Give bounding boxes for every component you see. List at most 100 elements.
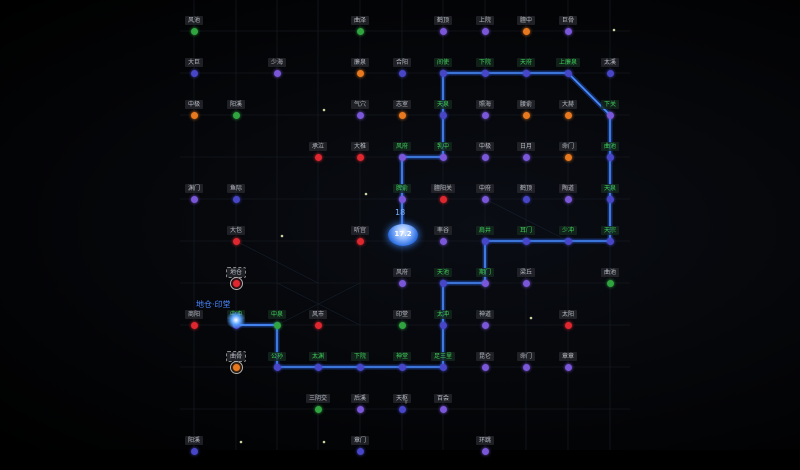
acupoint-label: 三阴交	[305, 394, 331, 403]
acupoint-node[interactable]: 乳中	[425, 142, 461, 176]
acupoint-node[interactable]: 曲泽	[342, 16, 378, 50]
acupoint-node[interactable]: 阳溪	[218, 100, 254, 134]
acupoint-node[interactable]: 环跳	[467, 436, 503, 470]
acupoint-node[interactable]: 大巨	[176, 58, 212, 92]
acupoint-dot	[564, 70, 572, 77]
acupoint-node[interactable]: 章门	[342, 436, 378, 470]
acupoint-dot	[356, 154, 364, 161]
acupoint-node[interactable]: 后溪	[342, 394, 378, 428]
acupoint-dot	[229, 361, 243, 374]
acupoint-node[interactable]: 章章	[550, 352, 586, 386]
acupoint-label: 率谷	[433, 226, 453, 235]
acupoint-node[interactable]: 大赫	[550, 100, 586, 134]
acupoint-node[interactable]: 太阳	[550, 310, 586, 344]
acupoint-node[interactable]: 率谷	[425, 226, 461, 260]
acupoint-node[interactable]: 腰俞	[508, 100, 544, 134]
acupoint-node[interactable]: 昆仑	[467, 352, 503, 386]
acupoint-node[interactable]: 太溪	[592, 58, 628, 92]
acupoint-node[interactable]: 太冲	[425, 310, 461, 344]
acupoint-node[interactable]: 命门	[550, 142, 586, 176]
acupoint-node[interactable]: 期门	[467, 268, 503, 302]
acupoint-node[interactable]: 鹤顶	[425, 16, 461, 50]
acupoint-node[interactable]: 肩井	[467, 226, 503, 260]
acupoint-node[interactable]: 风府	[384, 268, 420, 302]
acupoint-node[interactable]: 三阴交	[300, 394, 336, 428]
acupoint-node[interactable]: 膻阳关	[425, 184, 461, 218]
acupoint-node[interactable]: 间使	[425, 58, 461, 92]
acupoint-dot	[439, 196, 447, 203]
acupoint-label: 大椎	[350, 142, 370, 151]
acupoint-node[interactable]: 天池	[425, 268, 461, 302]
acupoint-label: 风池	[184, 16, 204, 25]
acupoint-node[interactable]: 曲池	[592, 268, 628, 302]
acupoint-node[interactable]: 百会	[425, 394, 461, 428]
acupoint-node[interactable]: 上院	[467, 16, 503, 50]
node-layer: 风池曲泽鹤顶上院膻中巨骨大巨少海廉泉合阳间使下院天府上廉泉太溪中极阳溪气穴志室天…	[176, 16, 628, 455]
acupoint-label: 后溪	[350, 394, 370, 403]
acupoint-dot	[356, 238, 364, 245]
acupoint-dot	[356, 70, 364, 77]
acupoint-node[interactable]: 神道	[467, 310, 503, 344]
acupoint-node[interactable]: 照海	[467, 100, 503, 134]
acupoint-node[interactable]: 鹤顶	[508, 184, 544, 218]
acupoint-node[interactable]: 陶道	[550, 184, 586, 218]
acupoint-node[interactable]: 印堂	[384, 310, 420, 344]
acupoint-node[interactable]: 足三里	[425, 352, 461, 386]
acupoint-dot	[564, 238, 572, 245]
acupoint-node[interactable]: 神堂	[384, 352, 420, 386]
acupoint-node[interactable]: 天泉	[592, 184, 628, 218]
acupoint-node[interactable]: 中府	[467, 184, 503, 218]
acupoint-node[interactable]: 下关	[592, 100, 628, 134]
acupoint-label: 耳门	[516, 226, 536, 235]
acupoint-label: 渊门	[184, 184, 204, 193]
acupoint-node[interactable]: 巨骨	[550, 16, 586, 50]
acupoint-node[interactable]: 合阳	[384, 58, 420, 92]
acupoint-node[interactable]: 天枢	[384, 394, 420, 428]
acupoint-dot	[522, 154, 530, 161]
acupoint-node[interactable]: 少冲	[550, 226, 586, 260]
acupoint-label: 太冲	[433, 310, 453, 319]
acupoint-node[interactable]: 下院	[467, 58, 503, 92]
acupoint-node[interactable]: 廉泉	[342, 58, 378, 92]
acupoint-node[interactable]: 少海	[259, 58, 295, 92]
acupoint-node[interactable]: 上廉泉	[550, 58, 586, 92]
acupoint-node[interactable]: 大椎	[342, 142, 378, 176]
acupoint-label: 听宫	[350, 226, 370, 235]
acupoint-node[interactable]: 天泉	[425, 100, 461, 134]
acupoint-node[interactable]: 曲池	[592, 142, 628, 176]
acupoint-node[interactable]: 天宗	[592, 226, 628, 260]
acupoint-node[interactable]: 曲骨	[218, 351, 254, 386]
acupoint-node[interactable]: 志室	[384, 100, 420, 134]
acupoint-label: 下院	[350, 352, 370, 361]
acupoint-node[interactable]: 地仓	[218, 267, 254, 302]
acupoint-node[interactable]: 中极	[176, 100, 212, 134]
acupoint-node[interactable]: 公孙	[259, 352, 295, 386]
acupoint-node[interactable]: 风府	[384, 142, 420, 176]
acupoint-node[interactable]: 耳门	[508, 226, 544, 260]
acupoint-node[interactable]: 大包	[218, 226, 254, 260]
acupoint-node[interactable]: 日月	[508, 142, 544, 176]
acupoint-dot	[522, 70, 530, 77]
acupoint-dot	[606, 112, 614, 119]
acupoint-node[interactable]: 中极	[467, 142, 503, 176]
player-level: 18	[395, 208, 406, 217]
acupoint-node[interactable]: 中泉	[259, 310, 295, 344]
acupoint-node[interactable]: 天府	[508, 58, 544, 92]
acupoint-node[interactable]: 商阳	[176, 310, 212, 344]
acupoint-node[interactable]: 命门	[508, 352, 544, 386]
acupoint-node[interactable]: 脾俞	[384, 184, 420, 218]
acupoint-node[interactable]: 太渊	[300, 352, 336, 386]
player-token[interactable]: 17.2	[386, 222, 420, 248]
acupoint-node[interactable]: 听宫	[342, 226, 378, 260]
acupoint-node[interactable]: 下院	[342, 352, 378, 386]
acupoint-node[interactable]: 气穴	[342, 100, 378, 134]
acupoint-node[interactable]: 梁丘	[508, 268, 544, 302]
acupoint-node[interactable]: 阳溪	[176, 436, 212, 470]
acupoint-node[interactable]: 风市	[300, 310, 336, 344]
acupoint-node[interactable]: 渊门	[176, 184, 212, 218]
acupoint-node[interactable]: 鱼际	[218, 184, 254, 218]
acupoint-node[interactable]: 风池	[176, 16, 212, 50]
acupoint-node[interactable]: 膻中	[508, 16, 544, 50]
acupoint-node[interactable]: 承泣	[300, 142, 336, 176]
acupoint-label: 阳溪	[226, 100, 246, 109]
